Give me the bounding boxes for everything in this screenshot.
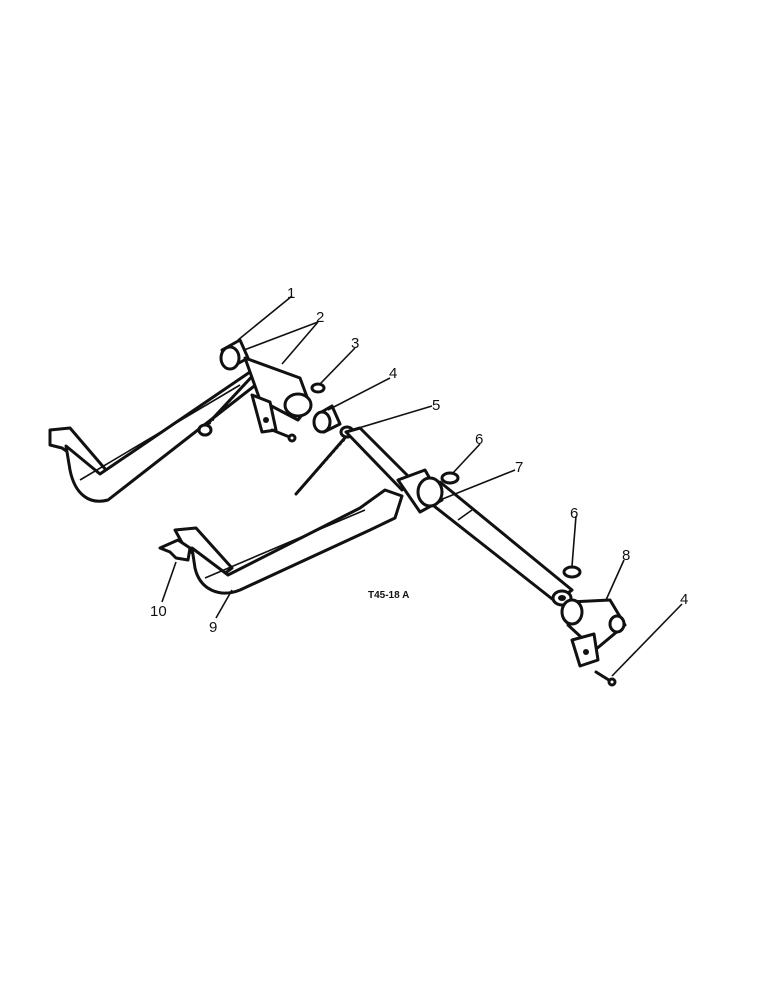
callout-4-bottom: 4 (680, 591, 688, 608)
bushing-4-top (312, 404, 342, 434)
lower-spring (294, 425, 355, 496)
lower-pedal (173, 488, 404, 595)
right-hub (560, 598, 627, 668)
callout-2: 2 (316, 309, 324, 326)
callout-7: 7 (515, 459, 523, 476)
callout-10: 10 (150, 603, 167, 620)
lower-hub (396, 468, 444, 514)
washer-6-top (440, 471, 460, 485)
bracket-10 (158, 538, 192, 562)
callout-3: 3 (351, 335, 359, 352)
upper-spring (197, 368, 260, 437)
drawing-code: T45-18 A (368, 590, 409, 601)
callout-1: 1 (287, 285, 295, 302)
callouts: 1 2 3 4 5 6 7 6 8 4 9 10 (150, 285, 688, 636)
leader-lines (161, 295, 683, 677)
upper-bushing (219, 338, 250, 371)
callout-5: 5 (432, 397, 440, 414)
callout-8: 8 (622, 547, 630, 564)
upper-pin (270, 428, 297, 443)
washer-6-bottom (562, 565, 582, 579)
washer-3 (310, 382, 326, 394)
callout-4-top: 4 (389, 365, 397, 382)
callout-9: 9 (209, 619, 217, 636)
bottom-pin (594, 670, 617, 687)
upper-pedal (48, 370, 264, 503)
upper-hub (243, 356, 313, 434)
callout-6-bottom: 6 (570, 505, 578, 522)
callout-6-top: 6 (475, 431, 483, 448)
